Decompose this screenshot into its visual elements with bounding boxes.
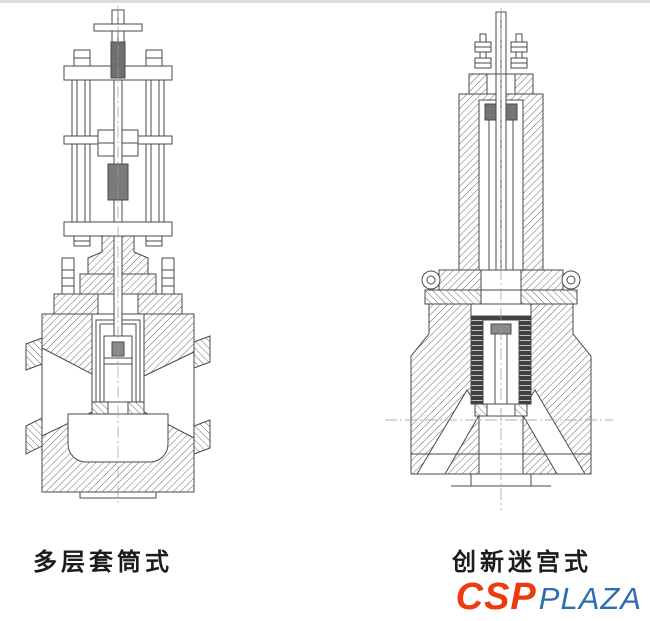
csp-plaza-logo: CSP PLAZA: [456, 576, 642, 619]
logo-plaza-text: PLAZA: [538, 581, 642, 616]
caption-right: 创新迷宫式: [452, 549, 592, 576]
multi-layer-sleeve-valve-drawing: [25, 6, 211, 504]
outlet-nozzle: [193, 335, 211, 455]
top-border: [0, 0, 650, 3]
logo-csp-text: CSP: [455, 576, 537, 618]
labyrinth-valve-drawing: [385, 8, 613, 510]
valve-body: [25, 235, 211, 499]
actuator-yoke: [63, 9, 173, 249]
inlet-nozzle: [25, 337, 43, 455]
caption-left: 多层套筒式: [33, 549, 173, 576]
